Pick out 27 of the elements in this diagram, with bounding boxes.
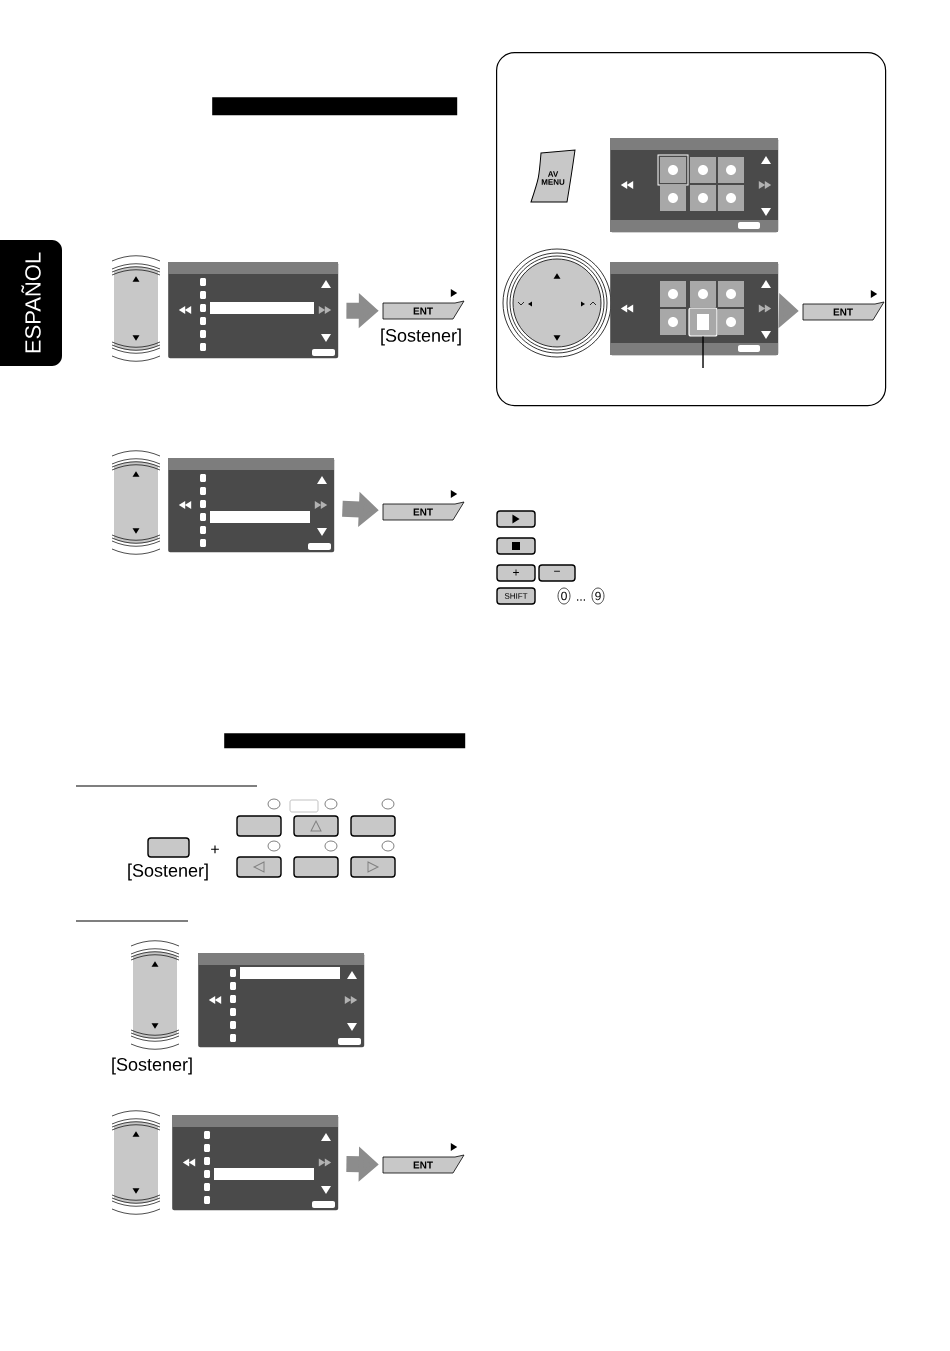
screen-drawing xyxy=(168,458,335,553)
heading-bar xyxy=(224,733,466,749)
leader-line xyxy=(702,335,704,369)
remote-key: − xyxy=(538,564,576,582)
remote-key: SHIFT xyxy=(496,587,536,605)
screen-drawing xyxy=(172,1115,339,1211)
circled-digit: 9 xyxy=(591,587,605,605)
ent-button: ENT xyxy=(802,301,885,321)
caption-text: [Sostener] xyxy=(128,863,208,881)
ent-button: ENT xyxy=(382,300,465,320)
circled-digit: 0 xyxy=(557,587,571,605)
remote-key: + xyxy=(496,564,536,582)
screen-drawing xyxy=(168,262,339,359)
heading-bar xyxy=(212,97,458,116)
screen-drawing xyxy=(610,262,779,356)
screen-drawing xyxy=(198,953,365,1048)
language-tab: ESPAÑOL xyxy=(0,240,62,366)
av-menu-key: AV MENU xyxy=(530,149,576,203)
ent-button: ENT xyxy=(382,1154,465,1174)
hold-caption: [Sostener] xyxy=(381,328,461,346)
caption-text: [Sostener] xyxy=(112,1057,192,1075)
screen-drawing xyxy=(610,138,779,233)
caption-text: + xyxy=(211,845,219,854)
highlighted-icon xyxy=(688,307,718,337)
panel-frame xyxy=(496,52,887,407)
caption-text: ... xyxy=(577,599,585,601)
ent-button: ENT xyxy=(382,501,465,521)
